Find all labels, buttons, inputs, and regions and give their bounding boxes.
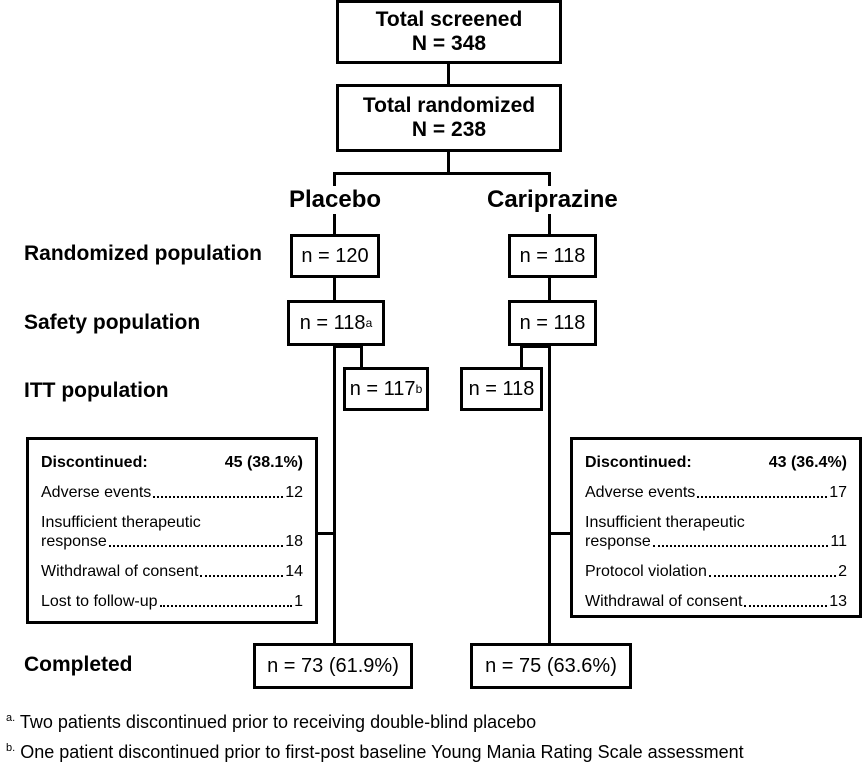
cariprazine-safety-count: n = 118 bbox=[519, 311, 586, 334]
discontinued-reason: response bbox=[41, 533, 107, 550]
placebo-itt-branch-v bbox=[360, 345, 363, 369]
placebo-discontinued-label: Discontinued: bbox=[41, 454, 148, 471]
placebo-header: Placebo bbox=[289, 186, 382, 213]
discontinued-count: 11 bbox=[830, 533, 847, 550]
placebo-connector-randomized-safety bbox=[333, 276, 336, 300]
discontinued-count: 13 bbox=[829, 593, 847, 610]
dot-leader bbox=[200, 575, 284, 577]
cariprazine-header: Cariprazine bbox=[487, 186, 618, 213]
discontinued-count: 1 bbox=[294, 593, 303, 610]
list-item: Insufficient therapeutic response 11 bbox=[585, 513, 847, 551]
discontinued-reason-line1: Insufficient therapeutic bbox=[41, 514, 201, 531]
discontinued-reason: Withdrawal of consent bbox=[585, 593, 743, 610]
cariprazine-discontinued-label: Discontinued: bbox=[585, 454, 692, 471]
discontinued-count: 17 bbox=[829, 484, 847, 501]
dot-leader bbox=[108, 545, 284, 547]
footnote-a-text: Two patients discontinued prior to recei… bbox=[19, 712, 537, 732]
cariprazine-itt-box: n = 118 bbox=[460, 367, 543, 411]
row-label-itt: ITT population bbox=[24, 379, 169, 402]
placebo-randomized-count: n = 120 bbox=[301, 244, 369, 267]
cariprazine-itt-branch-v bbox=[520, 345, 523, 369]
cariprazine-connector-header-randomized bbox=[548, 214, 551, 234]
cariprazine-safety-box: n = 118 bbox=[508, 300, 597, 346]
list-item: Withdrawal of consent 14 bbox=[41, 562, 303, 581]
cariprazine-discontinued-total: 43 (36.4%) bbox=[768, 454, 847, 471]
connector-split-placebo bbox=[333, 172, 336, 186]
footnote-b-text: One patient discontinued prior to first-… bbox=[20, 742, 744, 762]
discontinued-reason: Adverse events bbox=[585, 484, 696, 501]
footnote-a-marker: a. bbox=[6, 712, 16, 724]
discontinued-count: 12 bbox=[285, 484, 303, 501]
dot-leader bbox=[744, 605, 828, 607]
cariprazine-disc-branch bbox=[548, 532, 572, 535]
total-screened-title: Total screened bbox=[375, 8, 523, 31]
connector-screened-randomized bbox=[447, 62, 450, 84]
placebo-safety-count: n = 118 bbox=[299, 311, 366, 334]
placebo-main-line bbox=[333, 344, 336, 644]
connector-randomized-split bbox=[447, 150, 450, 174]
list-item: Lost to follow-up 1 bbox=[41, 592, 303, 611]
footnote-marker-b: b bbox=[415, 382, 423, 396]
total-randomized-title: Total randomized bbox=[362, 94, 536, 117]
total-randomized-box: Total randomized N = 238 bbox=[336, 84, 562, 152]
cariprazine-itt-branch-h bbox=[520, 345, 551, 348]
placebo-discontinued-header: Discontinued: 45 (38.1%) bbox=[41, 454, 303, 472]
cariprazine-randomized-count: n = 118 bbox=[519, 244, 586, 267]
discontinued-count: 2 bbox=[838, 563, 847, 580]
footnote-b: b. One patient discontinued prior to fir… bbox=[6, 742, 744, 763]
footnote-a: a. Two patients discontinued prior to re… bbox=[6, 712, 536, 733]
footnote-marker-a: a bbox=[365, 316, 373, 330]
cariprazine-completed-count: n = 75 (63.6%) bbox=[485, 654, 617, 677]
discontinued-count: 14 bbox=[285, 563, 303, 580]
placebo-completed-count: n = 73 (61.9%) bbox=[267, 654, 399, 677]
placebo-discontinued-total: 45 (38.1%) bbox=[224, 454, 303, 471]
dot-leader bbox=[652, 545, 829, 547]
placebo-connector-header-randomized bbox=[333, 214, 336, 234]
dot-leader bbox=[153, 496, 284, 498]
placebo-discontinued-box: Discontinued: 45 (38.1%) Adverse events … bbox=[26, 437, 318, 624]
discontinued-reason: response bbox=[585, 533, 651, 550]
list-item: Protocol violation 2 bbox=[585, 562, 847, 581]
cariprazine-connector-randomized-safety bbox=[548, 276, 551, 300]
discontinued-reason: Lost to follow-up bbox=[41, 593, 158, 610]
dot-leader bbox=[697, 496, 828, 498]
discontinued-reason: Protocol violation bbox=[585, 563, 707, 580]
cariprazine-main-line bbox=[548, 344, 551, 644]
cariprazine-discontinued-header: Discontinued: 43 (36.4%) bbox=[585, 454, 847, 472]
list-item: Withdrawal of consent 13 bbox=[585, 592, 847, 611]
discontinued-reason: Withdrawal of consent bbox=[41, 563, 199, 580]
total-randomized-count: N = 238 bbox=[411, 118, 487, 141]
connector-split-horizontal bbox=[333, 172, 551, 175]
discontinued-count: 18 bbox=[285, 533, 303, 550]
cariprazine-itt-count: n = 118 bbox=[468, 377, 535, 400]
connector-split-cariprazine bbox=[548, 172, 551, 186]
discontinued-reason: Adverse events bbox=[41, 484, 152, 501]
list-item: Adverse events 17 bbox=[585, 483, 847, 502]
dot-leader bbox=[159, 605, 293, 607]
placebo-itt-count: n = 117 bbox=[349, 377, 416, 400]
placebo-disc-branch bbox=[317, 532, 336, 535]
discontinued-reason-line1: Insufficient therapeutic bbox=[585, 514, 745, 531]
footnote-b-marker: b. bbox=[6, 742, 16, 754]
cariprazine-completed-box: n = 75 (63.6%) bbox=[470, 643, 632, 689]
list-item: Insufficient therapeutic response 18 bbox=[41, 513, 303, 551]
placebo-itt-branch-h bbox=[333, 345, 363, 348]
total-screened-count: N = 348 bbox=[411, 32, 487, 55]
placebo-completed-box: n = 73 (61.9%) bbox=[253, 643, 413, 689]
cariprazine-discontinued-box: Discontinued: 43 (36.4%) Adverse events … bbox=[570, 437, 862, 618]
row-label-completed: Completed bbox=[24, 653, 133, 676]
row-label-safety: Safety population bbox=[24, 311, 201, 334]
total-screened-box: Total screened N = 348 bbox=[336, 0, 562, 64]
cariprazine-randomized-box: n = 118 bbox=[508, 234, 597, 278]
list-item: Adverse events 12 bbox=[41, 483, 303, 502]
dot-leader bbox=[708, 575, 837, 577]
row-label-randomized: Randomized population bbox=[24, 242, 262, 265]
placebo-randomized-box: n = 120 bbox=[290, 234, 380, 278]
